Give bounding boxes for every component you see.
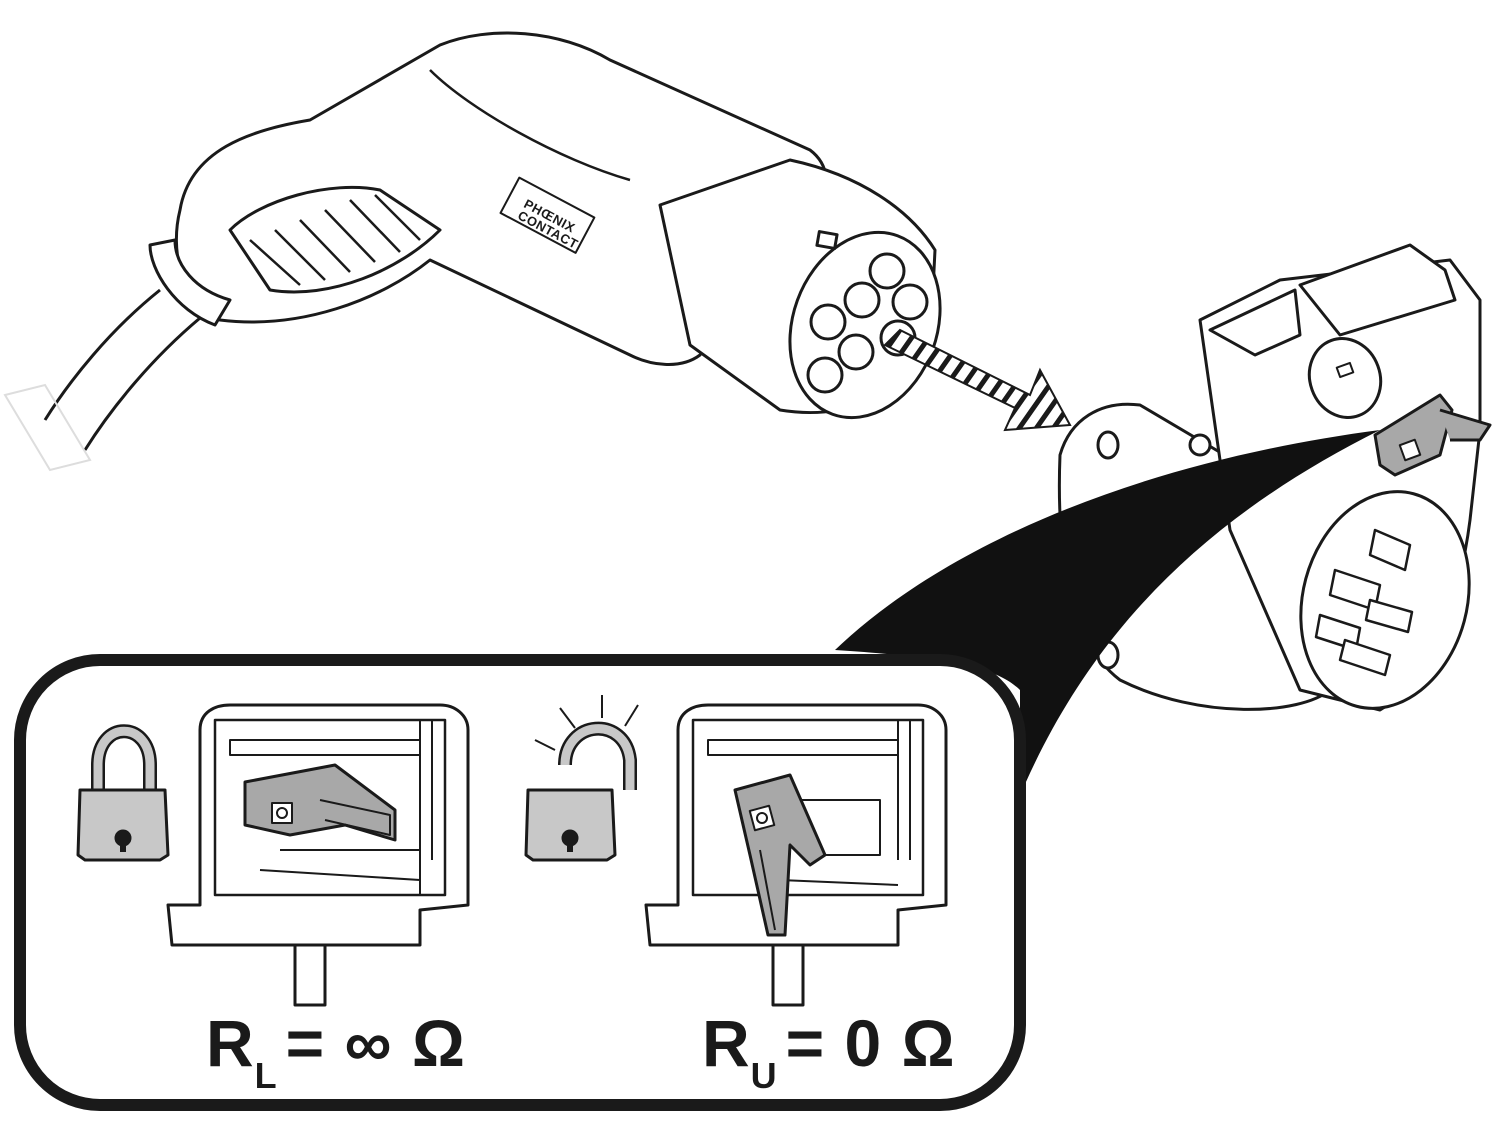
zoom-callout-wedge <box>835 430 1380 850</box>
resistance-value-unlocked: = 0 Ω <box>785 1006 956 1080</box>
resistance-symbol-unlocked: R <box>702 1006 751 1080</box>
padlock-closed-icon <box>76 724 170 862</box>
charging-cable <box>3 288 201 472</box>
resistance-value-locked: = ∞ Ω <box>285 1006 466 1080</box>
charging-inlet <box>1057 243 1492 712</box>
resistance-label-locked: RL= ∞ Ω <box>206 1010 466 1094</box>
latch-detail-locked <box>166 703 470 1007</box>
resistance-label-unlocked: RU= 0 Ω <box>702 1010 956 1094</box>
charging-plug <box>148 31 942 420</box>
resistance-subscript-unlocked: U <box>750 1055 778 1096</box>
resistance-subscript-locked: L <box>254 1055 278 1096</box>
padlock-open-icon <box>524 695 639 862</box>
resistance-symbol-locked: R <box>206 1006 255 1080</box>
latch-detail-unlocked <box>644 703 948 1007</box>
insertion-arrow <box>883 328 1072 432</box>
